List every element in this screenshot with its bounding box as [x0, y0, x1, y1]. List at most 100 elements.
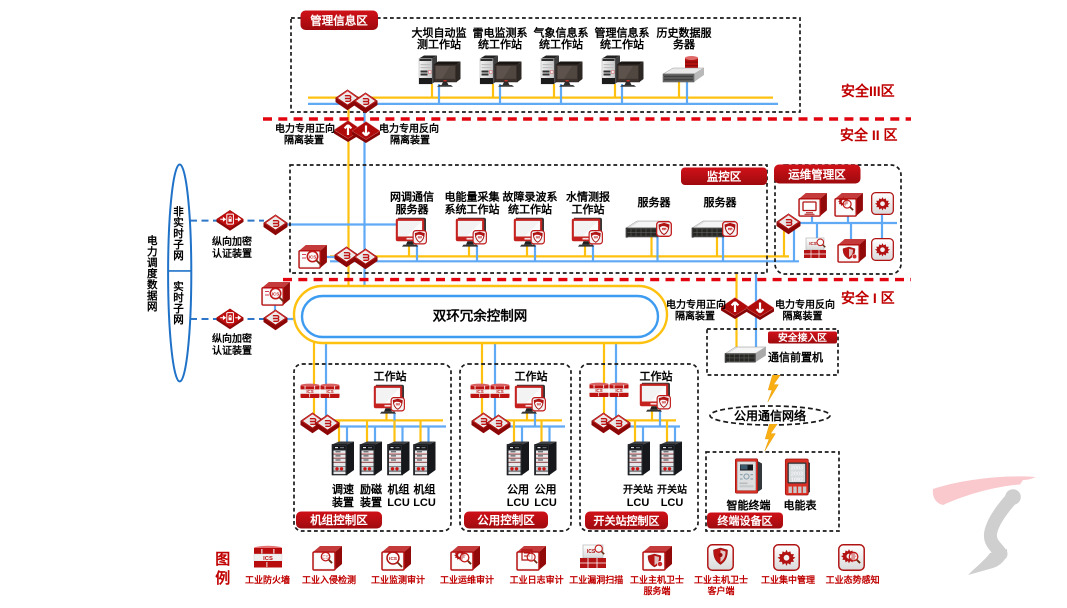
svg-text:LCU: LCU	[413, 497, 436, 509]
svg-text:电力专用正向: 电力专用正向	[275, 122, 335, 135]
svg-text:例: 例	[215, 569, 230, 587]
svg-text:力: 力	[147, 245, 158, 258]
svg-text:认证装置: 认证装置	[212, 247, 252, 260]
svg-text:工业主机卫士: 工业主机卫士	[630, 574, 684, 585]
svg-text:工作站: 工作站	[572, 202, 605, 216]
svg-text:工业监测审计: 工业监测审计	[371, 574, 425, 585]
svg-text:公用控制区: 公用控制区	[477, 513, 535, 527]
svg-text:服务器: 服务器	[704, 195, 738, 209]
svg-text:纵向加密: 纵向加密	[212, 235, 252, 248]
svg-text:ICS: ICS	[389, 556, 398, 562]
svg-text:服务器: 服务器	[638, 195, 672, 209]
svg-text:统工作站: 统工作站	[508, 202, 552, 216]
svg-text:工业日志审计: 工业日志审计	[510, 574, 564, 585]
svg-text:子: 子	[173, 239, 184, 251]
svg-text:工业主机卫士: 工业主机卫士	[694, 574, 748, 585]
svg-text:LCU: LCU	[661, 497, 684, 509]
svg-text:数: 数	[146, 278, 158, 291]
svg-text:机组控制区: 机组控制区	[310, 513, 368, 527]
svg-text:ICS: ICS	[272, 292, 280, 297]
svg-text:系统工作站: 系统工作站	[445, 202, 500, 216]
svg-text:双环冗余控制网: 双环冗余控制网	[433, 308, 528, 324]
svg-text:工作站: 工作站	[374, 369, 407, 383]
svg-text:工业态势感知: 工业态势感知	[826, 574, 880, 585]
svg-text:时: 时	[173, 291, 184, 304]
svg-text:统工作站: 统工作站	[600, 37, 644, 51]
svg-text:电力专用反向: 电力专用反向	[775, 298, 835, 311]
svg-text:调: 调	[147, 256, 158, 269]
svg-text:网: 网	[173, 250, 184, 262]
svg-text:安全 II 区: 安全 II 区	[840, 127, 898, 143]
svg-text:网调通信: 网调通信	[390, 190, 434, 204]
svg-text:工作站: 工作站	[515, 369, 548, 383]
svg-text:雷电监测系: 雷电监测系	[473, 26, 528, 40]
svg-text:ICS: ICS	[309, 255, 317, 260]
svg-text:安全接入区: 安全接入区	[778, 331, 827, 344]
svg-text:LCU: LCU	[534, 497, 557, 509]
svg-text:电力专用反向: 电力专用反向	[379, 122, 439, 135]
svg-text:ICS: ICS	[263, 556, 273, 562]
svg-text:ICS: ICS	[587, 549, 596, 555]
svg-text:实: 实	[173, 280, 184, 293]
svg-text:网: 网	[147, 301, 158, 313]
svg-text:装置: 装置	[331, 495, 354, 509]
svg-text:图: 图	[215, 551, 230, 568]
svg-text:故障录波系: 故障录波系	[503, 190, 558, 204]
svg-text:工业入侵检测: 工业入侵检测	[302, 574, 356, 585]
svg-text:LCU: LCU	[507, 497, 530, 509]
svg-text:电能量采集: 电能量采集	[445, 190, 501, 204]
svg-text:统工作站: 统工作站	[539, 37, 583, 51]
svg-text:ICS: ICS	[809, 241, 817, 246]
svg-text:开关站控制区: 开关站控制区	[594, 514, 660, 528]
svg-text:务器: 务器	[673, 37, 696, 51]
svg-text:机组: 机组	[388, 482, 410, 496]
svg-text:工业运维审计: 工业运维审计	[440, 574, 494, 585]
svg-text:大坝自动监: 大坝自动监	[412, 26, 467, 40]
svg-text:非: 非	[173, 205, 184, 218]
svg-text:气象信息系: 气象信息系	[533, 26, 589, 40]
svg-text:水情测报: 水情测报	[566, 190, 611, 204]
svg-text:时: 时	[173, 227, 184, 240]
svg-text:据: 据	[147, 289, 158, 302]
svg-text:隔离装置: 隔离装置	[284, 134, 324, 147]
svg-text:度: 度	[147, 267, 158, 280]
svg-text:电: 电	[147, 234, 158, 247]
svg-text:终端设备区: 终端设备区	[718, 514, 773, 528]
svg-text:开关站: 开关站	[657, 483, 687, 496]
svg-text:机组: 机组	[414, 482, 436, 496]
svg-text:纵向加密: 纵向加密	[212, 332, 252, 345]
svg-text:工业漏洞扫描: 工业漏洞扫描	[569, 574, 623, 585]
svg-text:网: 网	[173, 314, 184, 326]
svg-text:隔离装置: 隔离装置	[783, 310, 823, 323]
svg-text:历史数据服: 历史数据服	[657, 26, 713, 40]
svg-text:工作站: 工作站	[640, 369, 673, 383]
svg-text:通信前置机: 通信前置机	[768, 350, 823, 364]
svg-text:励磁: 励磁	[360, 482, 382, 496]
svg-text:公用: 公用	[507, 483, 529, 496]
svg-text:管理信息区: 管理信息区	[310, 14, 368, 28]
svg-text:LCU: LCU	[627, 497, 650, 509]
svg-text:LCU: LCU	[387, 497, 410, 509]
svg-text:服务器: 服务器	[396, 202, 430, 216]
svg-text:电能表: 电能表	[784, 498, 818, 512]
svg-text:测工作站: 测工作站	[417, 37, 461, 51]
svg-text:安全 I 区: 安全 I 区	[841, 290, 895, 306]
svg-text:调速: 调速	[332, 482, 354, 496]
svg-text:智能终端: 智能终端	[727, 498, 771, 512]
svg-text:管理信息系: 管理信息系	[595, 26, 650, 40]
svg-text:电力专用正向: 电力专用正向	[666, 298, 726, 311]
svg-text:工业防火墙: 工业防火墙	[245, 574, 290, 585]
svg-text:子: 子	[173, 303, 184, 315]
svg-text:服务端: 服务端	[643, 585, 670, 596]
svg-text:开关站: 开关站	[623, 483, 653, 496]
svg-text:工业集中管理: 工业集中管理	[761, 574, 815, 585]
svg-text:公用通信网络: 公用通信网络	[734, 408, 806, 423]
svg-text:装置: 装置	[359, 495, 382, 509]
svg-text:统工作站: 统工作站	[478, 37, 522, 51]
svg-text:公用: 公用	[535, 483, 557, 496]
svg-text:客户端: 客户端	[706, 585, 734, 596]
svg-text:实: 实	[173, 216, 184, 229]
svg-text:运维管理区: 运维管理区	[788, 168, 846, 182]
svg-text:隔离装置: 隔离装置	[675, 310, 715, 323]
svg-text:安全III区: 安全III区	[841, 83, 895, 99]
